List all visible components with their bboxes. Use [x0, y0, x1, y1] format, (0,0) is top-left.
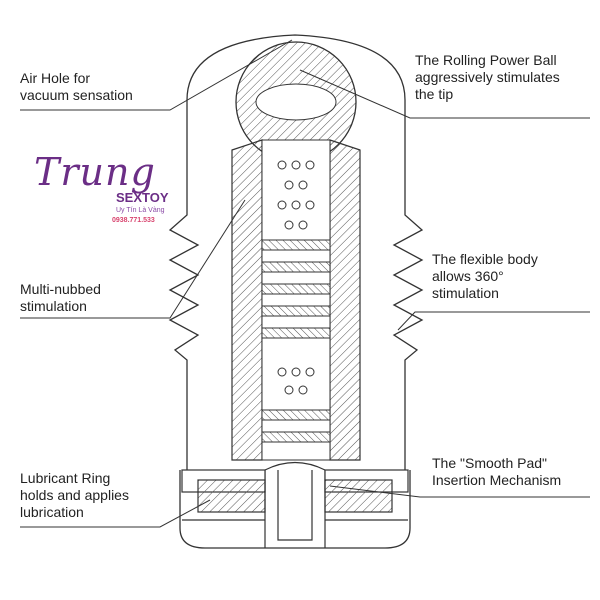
label-line: lubrication	[20, 504, 84, 520]
label-line: stimulation	[432, 285, 499, 301]
label-power-ball: The Rolling Power Ball aggressively stim…	[415, 52, 560, 103]
label-line: Air Hole for	[20, 70, 91, 86]
label-line: allows 360°	[432, 268, 504, 284]
label-flexible-body: The flexible body allows 360° stimulatio…	[432, 251, 538, 302]
label-lubricant-ring: Lubricant Ring holds and applies lubrica…	[20, 470, 129, 521]
label-line: Insertion Mechanism	[432, 472, 562, 488]
label-line: Multi-nubbed	[20, 281, 101, 297]
label-line: stimulation	[20, 298, 87, 314]
trung-sextoy-logo: Trung SEXTOY Uy Tín Là Vàng 0938.771.533	[28, 140, 188, 236]
lubricant-ring	[181, 469, 409, 521]
leader-lubricant-ring	[20, 499, 211, 528]
logo-tagline: Uy Tín Là Vàng	[116, 207, 165, 214]
label-multi-nubbed: Multi-nubbed stimulation	[20, 281, 101, 315]
label-line: The Rolling Power Ball	[415, 52, 557, 68]
inner-sleeve	[231, 139, 361, 461]
label-line: vacuum sensation	[20, 87, 133, 103]
logo-phone: 0938.771.533	[112, 217, 155, 224]
nub-ribs	[261, 239, 331, 443]
label-line: holds and applies	[20, 487, 129, 503]
label-line: Lubricant Ring	[20, 470, 111, 486]
label-line: The flexible body	[432, 251, 538, 267]
power-ball	[235, 41, 357, 163]
leader-smooth-pad	[329, 485, 590, 498]
label-line: aggressively stimulates	[415, 69, 560, 85]
logo-wordmark: Trung	[34, 150, 156, 194]
leader-air-hole	[20, 39, 293, 111]
leader-multi-nubbed	[20, 199, 246, 319]
outer-shell	[168, 34, 424, 549]
leader-power-ball	[299, 69, 590, 119]
logo-brand: SEXTOY	[116, 190, 169, 205]
label-line: The "Smooth Pad"	[432, 455, 548, 471]
label-air-hole: Air Hole for vacuum sensation	[20, 70, 133, 104]
callout-lines	[20, 39, 590, 528]
label-line: the tip	[415, 86, 454, 102]
smooth-pad	[264, 461, 326, 548]
leader-flexible-body	[397, 311, 590, 331]
label-smooth-pad: The "Smooth Pad" Insertion Mechanism	[432, 455, 561, 489]
nub-dots	[277, 160, 315, 395]
